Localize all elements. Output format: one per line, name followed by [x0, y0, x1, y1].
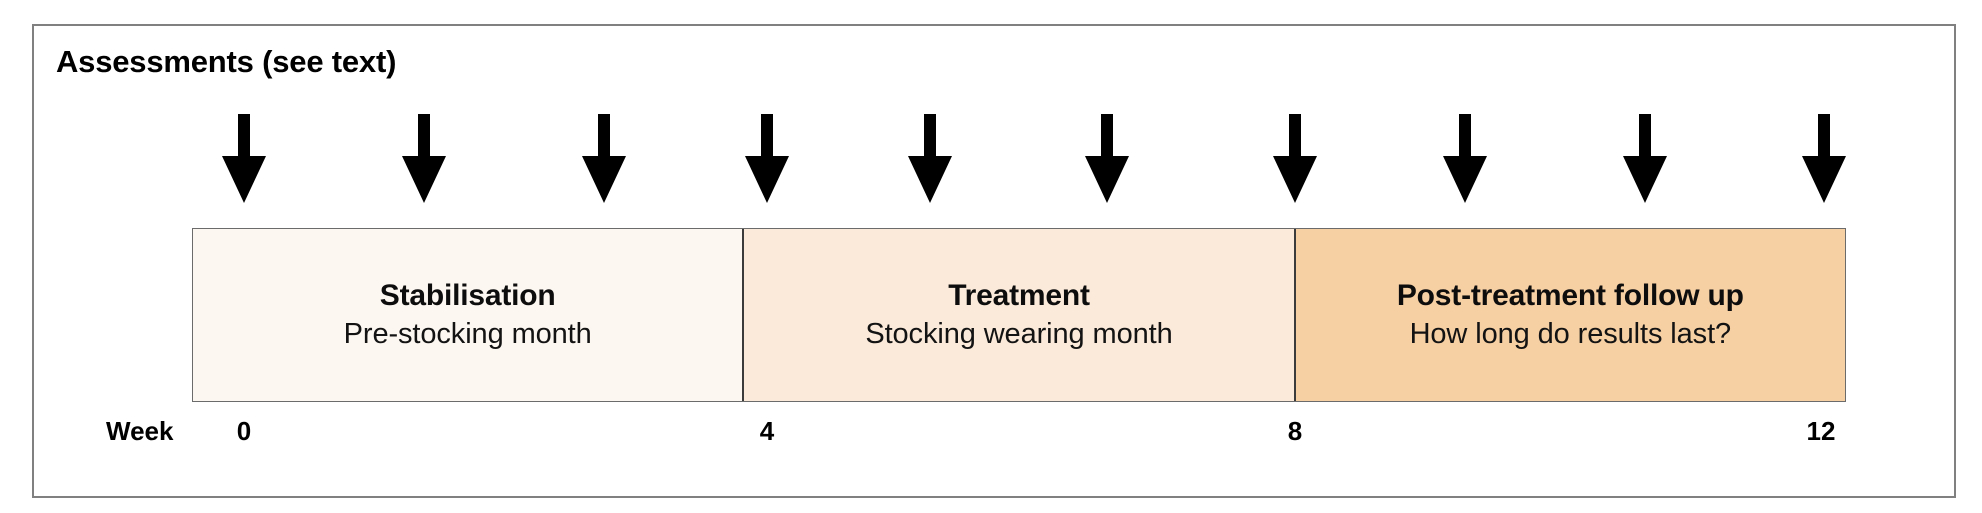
- assessment-1-down-arrow-icon: [221, 114, 267, 204]
- assessment-7-down-arrow-icon: [1272, 114, 1318, 204]
- assessment-6-down-arrow-icon: [1084, 114, 1130, 204]
- phase-subtitle: Stocking wearing month: [865, 317, 1173, 350]
- week-tick-label-0: 0: [236, 416, 252, 446]
- assessment-10-down-arrow-icon: [1801, 114, 1847, 204]
- assessment-9-down-arrow-icon: [1622, 114, 1668, 204]
- phase-name: Treatment: [948, 278, 1090, 312]
- assessment-4-down-arrow-icon: [744, 114, 790, 204]
- assessment-3-down-arrow-icon: [581, 114, 627, 204]
- assessment-5-down-arrow-icon: [907, 114, 953, 204]
- assessment-8-down-arrow-icon: [1442, 114, 1488, 204]
- week-axis-label: Week: [106, 416, 174, 446]
- phase-subtitle: How long do results last?: [1409, 317, 1732, 350]
- phase-name: Stabilisation: [379, 278, 556, 312]
- phase-subtitle: Pre-stocking month: [343, 317, 592, 350]
- week-tick-label-8: 8: [1287, 416, 1303, 446]
- figure-title: Assessments (see text): [56, 44, 397, 79]
- week-tick-label-12: 12: [1806, 416, 1836, 446]
- assessment-2-down-arrow-icon: [401, 114, 447, 204]
- phase-name: Post-treatment follow up: [1396, 278, 1744, 312]
- week-tick-label-4: 4: [759, 416, 775, 446]
- phase-segment-3: Post-treatment follow up How long do resu…: [1293, 229, 1845, 401]
